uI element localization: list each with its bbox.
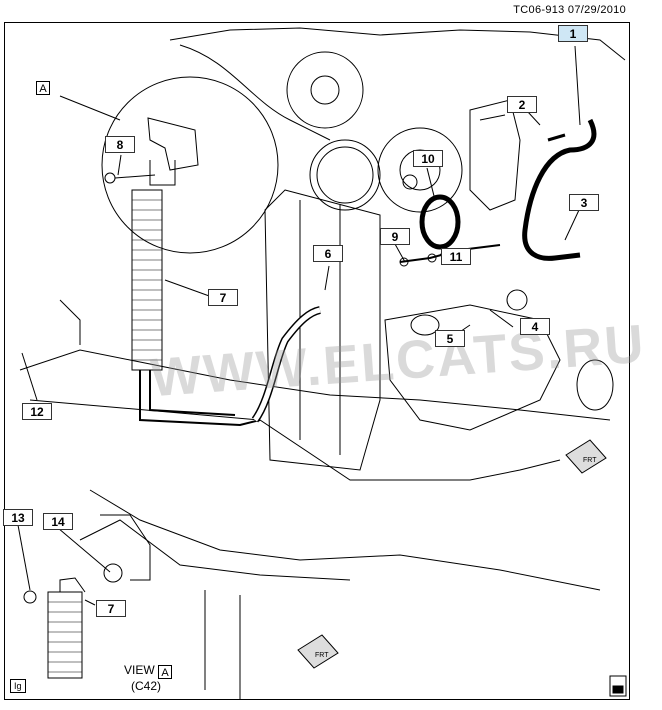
callout-13: 13	[3, 509, 33, 526]
callout-2: 2	[507, 96, 537, 113]
callout-4: 4	[520, 318, 550, 335]
front-arrow-label-2: FRT	[315, 652, 329, 659]
view-code: (C42)	[131, 679, 162, 693]
callout-7-view-a: 7	[96, 600, 126, 617]
callout-3: 3	[569, 194, 599, 211]
callout-1: 1	[558, 25, 588, 42]
view-label: VIEW A	[124, 663, 173, 679]
ig-label: Ig	[10, 679, 26, 693]
callout-7: 7	[208, 289, 238, 306]
view-label-tag: A	[158, 665, 173, 679]
front-arrow-label: FRT	[583, 457, 597, 464]
diagram-frame	[4, 22, 630, 700]
callout-11: 11	[441, 248, 471, 265]
document-code: TC06-913 07/29/2010	[513, 4, 626, 16]
callout-8: 8	[105, 136, 135, 153]
document-icon	[609, 675, 627, 697]
view-a-tag: A	[36, 81, 50, 95]
callout-6: 6	[313, 245, 343, 262]
callout-9: 9	[380, 228, 410, 245]
callout-12: 12	[22, 403, 52, 420]
front-arrow-icon	[297, 439, 607, 669]
callout-5: 5	[435, 330, 465, 347]
callout-10: 10	[413, 150, 443, 167]
callout-14: 14	[43, 513, 73, 530]
